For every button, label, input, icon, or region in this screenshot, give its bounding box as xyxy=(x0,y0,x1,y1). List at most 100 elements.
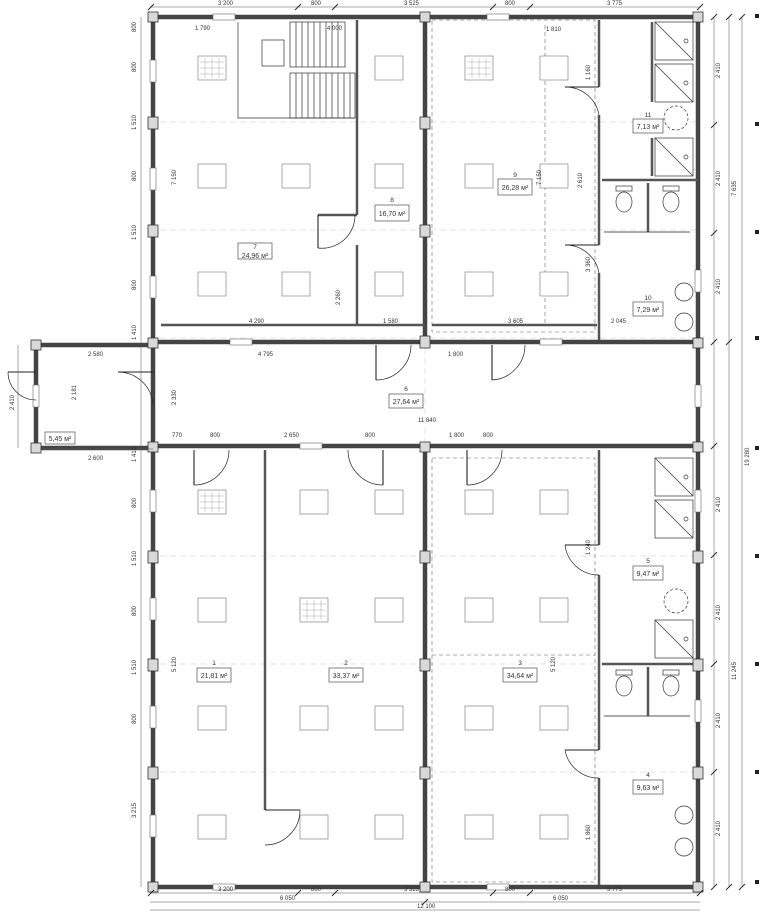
room-11-area: 7,13 м² xyxy=(637,124,660,131)
light-fixtures xyxy=(197,55,569,840)
dim-int-27: 1 860 xyxy=(586,824,592,840)
room-10: 10 7,29 м² xyxy=(632,295,664,317)
dim-int-9: 2 650 xyxy=(284,433,300,439)
dim-int-6: 2 045 xyxy=(611,319,627,325)
dim-bottom-half-2: 6 050 xyxy=(553,896,569,902)
room-7-number: 7 xyxy=(253,244,257,251)
staircase xyxy=(237,21,356,119)
dim-int-1: 1 790 xyxy=(195,26,211,32)
dim-right-inner-6: 2 410 xyxy=(716,712,722,728)
room-porch-area: 5,45 м² xyxy=(49,436,72,443)
dim-int-14: 800 xyxy=(365,433,376,439)
dim-int-26: 1 240 xyxy=(586,539,592,555)
room-9-area: 26,28 м² xyxy=(502,185,529,192)
wall-piers xyxy=(30,11,704,893)
room-porch: 5,45 м² xyxy=(44,431,76,445)
dim-top-5: 3 775 xyxy=(607,1,623,7)
room-3-area: 34,64 м² xyxy=(507,673,534,680)
dashed-partitions xyxy=(431,19,596,883)
dimension-lines xyxy=(17,3,746,911)
dim-left-2: 800 xyxy=(132,61,138,72)
dim-int-4: 1 580 xyxy=(383,319,399,325)
axis-markers xyxy=(755,14,759,884)
window-openings xyxy=(32,13,702,891)
room-4-area: 9,63 м² xyxy=(637,785,660,792)
dim-bottom-1: 3 200 xyxy=(218,887,234,893)
dim-right-inner-1: 2 410 xyxy=(716,62,722,78)
room-2-number: 2 xyxy=(344,660,348,667)
room-6: 6 27,64 м² xyxy=(388,386,424,409)
room-3: 3 34,64 м² xyxy=(502,660,538,683)
dim-int-8: 1 800 xyxy=(448,352,464,358)
dim-right-inner-4: 2 410 xyxy=(716,496,722,512)
dim-left-8: 1 410 xyxy=(132,446,138,462)
dim-int-11: 11 840 xyxy=(418,418,437,424)
dim-bottom-5: 3 775 xyxy=(607,887,623,893)
dim-bottom-3: 3 525 xyxy=(404,887,420,893)
dim-int-7: 4 795 xyxy=(258,352,274,358)
dim-int-3: 4 290 xyxy=(249,319,265,325)
dim-int-23: 2 610 xyxy=(578,172,584,188)
dim-left-3: 1 510 xyxy=(132,114,138,130)
dim-right-inner-2: 2 410 xyxy=(716,170,722,186)
room-3-number: 3 xyxy=(518,660,522,667)
dim-int-12: 770 xyxy=(172,433,183,439)
dim-int-18: 5 120 xyxy=(172,656,178,672)
dim-int-24: 3 360 xyxy=(586,256,592,272)
dim-right-mid-2: 11 245 xyxy=(732,661,738,680)
dim-left-5: 1 510 xyxy=(132,224,138,240)
dim-int-21: 2 260 xyxy=(336,289,342,305)
room-8: 8 16,70 м² xyxy=(374,197,410,222)
dim-int-20: 2 330 xyxy=(172,389,178,405)
dim-int-15: 800 xyxy=(483,433,494,439)
dim-bottom-total: 12 100 xyxy=(417,904,436,910)
dim-porch-3: 2 410 xyxy=(10,394,16,410)
room-10-number: 10 xyxy=(644,295,652,302)
dim-left-6: 800 xyxy=(132,279,138,290)
room-7-area: 24,96 м² xyxy=(242,253,269,260)
dim-left-7: 1 410 xyxy=(132,324,138,340)
room-8-number: 8 xyxy=(390,197,394,204)
room-8-area: 16,70 м² xyxy=(379,211,406,218)
dim-porch-2: 2 600 xyxy=(88,456,104,462)
room-6-area: 27,64 м² xyxy=(393,399,420,406)
dim-int-19: 5 120 xyxy=(551,656,557,672)
dim-top-3: 3 525 xyxy=(404,1,420,7)
room-9: 9 26,28 м² xyxy=(497,172,533,196)
dim-left-12: 1 510 xyxy=(132,659,138,675)
dim-int-10: 1 800 xyxy=(449,433,465,439)
room-2-area: 33,37 м² xyxy=(333,673,360,680)
room-11-number: 11 xyxy=(645,112,652,119)
room-2: 2 33,37 м² xyxy=(328,660,364,683)
dim-left-1: 800 xyxy=(132,21,138,32)
room-5-number: 5 xyxy=(646,558,650,565)
room-1-area: 21,81 м² xyxy=(201,673,228,680)
dim-right-mid-1: 7 635 xyxy=(732,180,738,196)
dim-int-2: 4 000 xyxy=(327,26,343,32)
room-4: 4 9,63 м² xyxy=(632,772,664,795)
dim-left-13: 800 xyxy=(132,713,138,724)
dim-right-total: 19 280 xyxy=(745,447,751,466)
room-1-number: 1 xyxy=(212,660,216,667)
room-5: 5 9,47 м² xyxy=(632,558,664,581)
dim-top-4: 800 xyxy=(505,1,516,7)
dim-left-14: 3 215 xyxy=(132,802,138,818)
dim-left-11: 800 xyxy=(132,605,138,616)
dim-top-2: 800 xyxy=(311,1,322,7)
dim-porch-4: 2 181 xyxy=(72,384,78,400)
dim-int-16: 7 150 xyxy=(172,169,178,185)
dim-right-inner-7: 2 410 xyxy=(716,820,722,836)
doors xyxy=(7,86,600,846)
room-10-area: 7,29 м² xyxy=(637,307,660,314)
dim-right-inner-5: 2 410 xyxy=(716,604,722,620)
room-6-number: 6 xyxy=(404,386,408,393)
dim-left-10: 1 510 xyxy=(132,550,138,566)
dim-int-17: 7 150 xyxy=(537,169,543,185)
dimension-labels: 3 200 800 3 525 800 3 775 3 200 800 3 52… xyxy=(10,1,751,910)
dim-bottom-4: 800 xyxy=(505,887,516,893)
dim-int-25: 1 160 xyxy=(586,64,592,80)
room-labels: 7 24,96 м² 8 16,70 м² 9 26,28 м² 11 7,13… xyxy=(44,112,664,795)
dim-int-5: 3 605 xyxy=(508,319,524,325)
dim-int-13: 800 xyxy=(210,433,221,439)
